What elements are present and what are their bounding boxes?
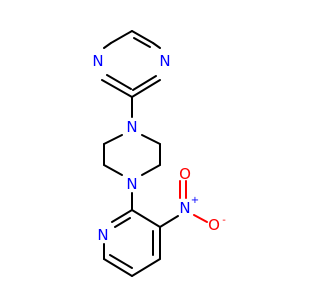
bond <box>103 258 133 277</box>
bond <box>141 164 161 176</box>
atom-labels: N N N N N + O O - N <box>92 52 226 244</box>
o-nitro-single: O <box>208 216 220 234</box>
n-nitro: N <box>179 199 190 217</box>
nitro-bonds <box>179 180 208 223</box>
bond <box>133 37 151 48</box>
bond <box>110 30 133 44</box>
molecule-canvas: N N N N N + O O - N <box>0 0 300 300</box>
n-piperazine-bottom: N <box>126 175 137 193</box>
bond <box>111 209 133 223</box>
bond <box>131 258 161 277</box>
bond <box>131 79 161 98</box>
bond <box>131 30 154 44</box>
bond <box>131 209 161 228</box>
o-nitro-double: O <box>179 165 191 183</box>
bond <box>152 42 161 49</box>
bonds <box>101 30 179 277</box>
bond <box>141 134 161 145</box>
bond <box>132 75 157 91</box>
n-pyrimidine-left: N <box>92 52 103 70</box>
bond <box>109 254 133 269</box>
n-nitro-charge: + <box>191 195 199 206</box>
o-nitro-charge: - <box>222 215 226 226</box>
bond <box>103 164 123 176</box>
molecule-structure: N N N N N + O O - N <box>0 0 300 300</box>
bond <box>103 134 123 145</box>
bond <box>106 74 132 90</box>
bond <box>114 217 131 228</box>
n-pyridine: N <box>97 226 108 244</box>
bond <box>101 79 133 98</box>
n-pyrimidine-right: N <box>159 52 170 70</box>
bond <box>159 215 179 228</box>
n-piperazine-top: N <box>126 118 137 136</box>
bond <box>193 214 208 223</box>
bond <box>103 42 112 49</box>
background <box>0 0 300 300</box>
